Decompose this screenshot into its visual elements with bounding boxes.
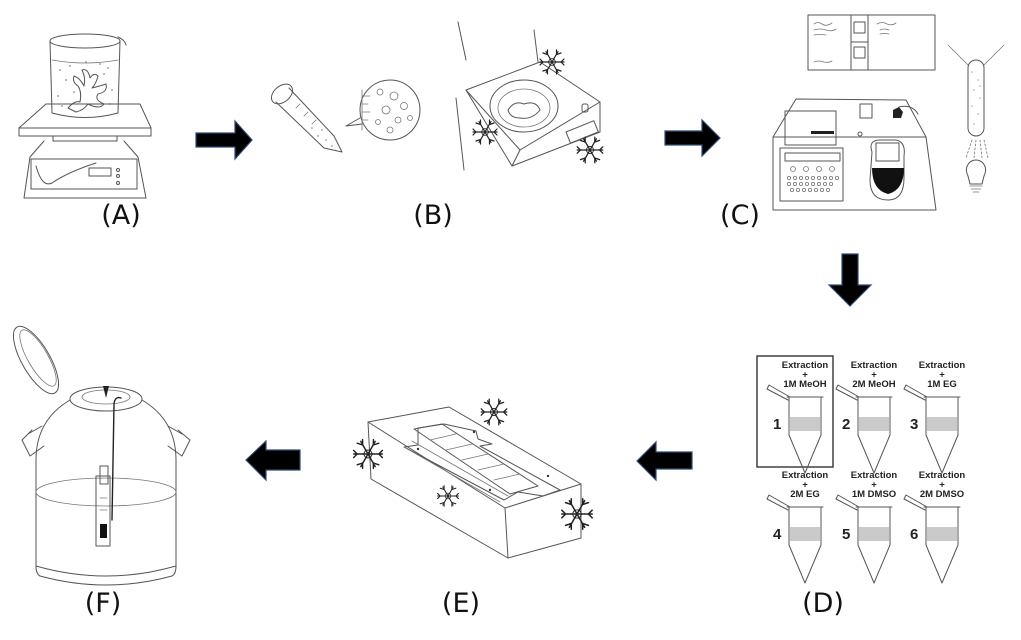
tube-number: 6: [910, 526, 918, 543]
tube-number: 2: [842, 416, 850, 433]
arrow-left-d-to-e: [636, 440, 693, 482]
snowflake-icon: [352, 438, 384, 470]
tube-body: [857, 396, 891, 474]
tube-plus-sign: +: [802, 370, 808, 381]
tube-body: [788, 396, 822, 474]
stage-b-centrifuge-illustration: [270, 21, 604, 171]
tube-cryoprotectant-label: 2M DMSO: [920, 489, 964, 500]
tube-body: [857, 506, 891, 584]
stage-label-d: (D): [802, 588, 844, 619]
tube-liquid: [927, 527, 957, 541]
tube-liquid: [859, 417, 889, 431]
counting-chamber-card: [807, 14, 936, 71]
tube-body: [788, 506, 822, 584]
tube-3: Extraction+1M EG 3: [903, 360, 966, 474]
snowflake-icon: [437, 485, 459, 507]
centrifuge-tube: [270, 83, 343, 153]
stage-f-dewar-illustration: [12, 325, 191, 586]
tube-cryoprotectant-label: 2M MeOH: [852, 379, 895, 390]
tube-lid: [903, 384, 928, 401]
tube-lid: [903, 494, 928, 511]
snowflake-icon: [480, 398, 508, 426]
tube-plus-sign: +: [939, 480, 945, 491]
arrow-right-a-to-b: [195, 119, 253, 161]
tube-plus-sign: +: [871, 370, 877, 381]
tube-extraction-label: Extraction: [782, 470, 829, 481]
tube-number: 5: [842, 526, 850, 543]
tube-plus-sign: +: [939, 370, 945, 381]
arrow-left-e-to-f: [245, 439, 301, 482]
tube-cryoprotectant-label: 2M EG: [790, 489, 820, 500]
automated-cell-counter: [772, 98, 937, 211]
tube-2: Extraction+2M MeOH 2: [835, 360, 898, 474]
tube-lid: [835, 384, 860, 401]
tube-4: Extraction+2M EG 4: [766, 470, 829, 584]
stage-e-cold-block-illustration: [352, 398, 593, 559]
tube-body: [925, 506, 959, 584]
tube-number: 3: [910, 416, 918, 433]
tube-lid: [766, 494, 791, 511]
tube-over-light-bulb: [947, 44, 1005, 193]
tube-6: Extraction+2M DMSO 6: [903, 470, 966, 584]
tube-liquid: [790, 417, 820, 431]
stage-label-a: (A): [101, 200, 141, 231]
tube-extraction-label: Extraction: [851, 470, 898, 481]
highlight-box: [756, 355, 834, 468]
tube-plus-sign: +: [871, 480, 877, 491]
tube-extraction-label: Extraction: [782, 360, 829, 371]
tube-extraction-label: Extraction: [851, 360, 898, 371]
tube-liquid: [790, 527, 820, 541]
tube-5: Extraction+1M DMSO 5: [835, 470, 898, 584]
stage-label-e: (E): [441, 588, 481, 619]
stage-label-f: (F): [84, 588, 122, 619]
tube-extraction-label: Extraction: [919, 470, 966, 481]
stage-label-b: (B): [413, 200, 453, 231]
tube-cryoprotectant-label: 1M DMSO: [852, 489, 896, 500]
arrow-down-c-to-d: [827, 253, 873, 307]
stage-c-cell-counter-illustration: [772, 14, 1005, 211]
tube-body: [925, 396, 959, 474]
arrow-right-b-to-c: [664, 118, 721, 158]
snowflake-icon: [561, 498, 593, 530]
stage-label-c: (C): [720, 200, 760, 231]
stage-a-stirrer-beaker-illustration: [18, 33, 152, 199]
tube-1: Extraction+1M MeOH 1: [766, 360, 829, 474]
tube-cryoprotectant-label: 1M EG: [927, 379, 957, 390]
tube-extraction-label: Extraction: [919, 360, 966, 371]
refrigerated-centrifuge: [455, 21, 601, 171]
snowflake-icon: [472, 119, 498, 145]
tube-plus-sign: +: [802, 480, 808, 491]
tube-liquid: [927, 417, 957, 431]
tube-lid: [835, 494, 860, 511]
tube-cryoprotectant-label: 1M MeOH: [783, 379, 826, 390]
tube-number: 4: [773, 526, 782, 543]
snowflake-icon: [576, 136, 604, 164]
tube-liquid: [859, 527, 889, 541]
tube-lid: [766, 384, 791, 401]
magnified-inset: [345, 79, 421, 141]
tube-number: 1: [773, 416, 781, 433]
